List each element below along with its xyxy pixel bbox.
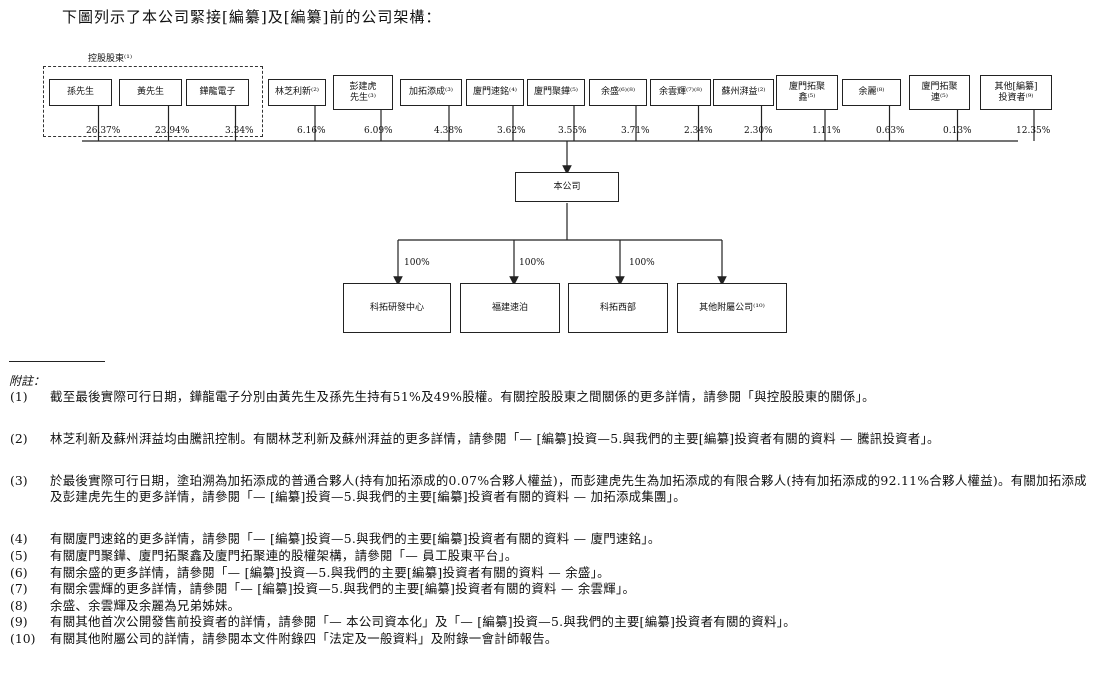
subsidiary-percentage: 100% <box>629 258 655 268</box>
footnote-text: 有關廈門速銘的更多詳情，請參閱「— [編纂]投資—5.與我們的主要[編纂]投資者… <box>50 531 661 546</box>
footnote-number: (10) <box>10 631 36 646</box>
shareholding-percentage: 6.16% <box>297 126 326 136</box>
footnote-number: (1) <box>10 389 28 404</box>
structure-connectors <box>82 106 1035 286</box>
shareholding-percentage: 23.94% <box>155 126 190 136</box>
footnote: (1) 截至最後實際可行日期，鏵龍電子分別由黃先生及孫先生持有51%及49%股權。… <box>10 389 1098 421</box>
shareholding-percentage: 2.30% <box>744 126 773 136</box>
footnote-number: (9) <box>10 614 28 629</box>
subsidiary-box: 福建速泊 <box>460 283 560 333</box>
intro-text: 下圖列示了本公司緊接[編纂]及[編纂]前的公司架構： <box>62 8 442 26</box>
subsidiary-box: 科拓研發中心 <box>343 283 451 333</box>
company-name: 本公司 <box>553 181 581 192</box>
company-box: 本公司 <box>515 172 619 202</box>
shareholding-percentage: 3.34% <box>225 126 254 136</box>
footnote-text: 林芝利新及蘇州湃益均由騰訊控制。有關林芝利新及蘇州湃益的更多詳情，請參閱「— [… <box>50 431 940 446</box>
shareholding-percentage: 1.11% <box>812 126 841 136</box>
footnote-text: 截至最後實際可行日期，鏵龍電子分別由黃先生及孫先生持有51%及49%股權。有關控… <box>50 389 875 404</box>
shareholder-box: 鏵龍電子 <box>186 79 249 106</box>
notes-divider <box>9 361 105 362</box>
controlling-shareholders-group <box>43 66 263 137</box>
footnote: (2) 林芝利新及蘇州湃益均由騰訊控制。有關林芝利新及蘇州湃益的更多詳情，請參閱「… <box>10 431 1098 463</box>
shareholder-box: 黃先生 <box>119 79 182 106</box>
footnote: (9) 有關其他首次公開發售前投資者的詳情，請參閱「— 本公司資本化」及「— [編… <box>10 614 1098 630</box>
shareholding-percentage: 3.62% <box>497 126 526 136</box>
shareholder-box: 余雲輝⁽⁷⁾⁽⁸⁾ <box>650 79 711 106</box>
footnote: (7) 有關余雲輝的更多詳情，請參閱「— [編纂]投資—5.與我們的主要[編纂]投… <box>10 581 1098 597</box>
subsidiary-percentage: 100% <box>404 258 430 268</box>
shareholding-percentage: 4.38% <box>434 126 463 136</box>
subsidiary-box: 科拓西部 <box>568 283 668 333</box>
shareholder-box: 加拓添成⁽³⁾ <box>400 79 462 106</box>
shareholding-percentage: 3.71% <box>621 126 650 136</box>
shareholding-percentage: 3.55% <box>558 126 587 136</box>
footnote-text: 有關其他首次公開發售前投資者的詳情，請參閱「— 本公司資本化」及「— [編纂]投… <box>50 614 796 629</box>
shareholding-percentage: 12.35% <box>1016 126 1051 136</box>
shareholding-percentage: 6.09% <box>364 126 393 136</box>
footnote-text: 有關廈門聚鏵、廈門拓聚鑫及廈門拓聚連的股權架構，請參閱「— 員工股東平台」。 <box>50 548 518 563</box>
notes-heading: 附註： <box>9 374 46 388</box>
footnote: (5) 有關廈門聚鏵、廈門拓聚鑫及廈門拓聚連的股權架構，請參閱「— 員工股東平台」… <box>10 548 1098 564</box>
shareholder-box: 彭建虎 先生⁽³⁾ <box>333 75 393 110</box>
footnote-text: 於最後實際可行日期，塗珀溯為加拓添成的普通合夥人(持有加拓添成的0.07%合夥人… <box>50 473 1087 504</box>
footnote: (4) 有關廈門速銘的更多詳情，請參閱「— [編纂]投資—5.與我們的主要[編纂]… <box>10 531 1098 547</box>
footnote-text: 余盛、余雲輝及余麗為兄弟姊妹。 <box>50 598 241 613</box>
shareholder-box: 林芝利新⁽²⁾ <box>268 79 326 106</box>
shareholder-box: 孫先生 <box>49 79 112 106</box>
footnote-text: 有關余雲輝的更多詳情，請參閱「— [編纂]投資—5.與我們的主要[編纂]投資者有… <box>50 581 636 596</box>
shareholding-percentage: 0.13% <box>943 126 972 136</box>
shareholder-box: 廈門拓聚 鑫⁽⁵⁾ <box>776 75 838 110</box>
subsidiary-box: 其他附屬公司⁽¹⁰⁾ <box>677 283 787 333</box>
footnote: (3) 於最後實際可行日期，塗珀溯為加拓添成的普通合夥人(持有加拓添成的0.07%… <box>10 473 1098 521</box>
shareholding-percentage: 26.37% <box>86 126 121 136</box>
footnote-text: 有關其他附屬公司的詳情，請參閱本文件附錄四「法定及一般資料」及附錄一會計師報告。 <box>50 631 558 646</box>
subsidiary-percentage: 100% <box>519 258 545 268</box>
shareholder-box: 余盛⁽⁶⁾⁽⁸⁾ <box>589 79 647 106</box>
controlling-shareholders-label: 控股股東⁽¹⁾ <box>88 54 133 64</box>
footnote-number: (5) <box>10 548 28 563</box>
shareholder-box: 廈門拓聚 連⁽⁵⁾ <box>909 75 970 110</box>
footnote-number: (2) <box>10 431 28 446</box>
shareholder-box: 廈門速銘⁽⁴⁾ <box>466 79 524 106</box>
footnote-number: (6) <box>10 565 28 580</box>
footnote-text: 有關余盛的更多詳情，請參閱「— [編纂]投資—5.與我們的主要[編纂]投資者有關… <box>50 565 610 580</box>
shareholder-box: 廈門聚鏵⁽⁵⁾ <box>527 79 585 106</box>
shareholding-percentage: 0.63% <box>876 126 905 136</box>
shareholding-percentage: 2.34% <box>684 126 713 136</box>
footnote-number: (3) <box>10 473 28 488</box>
footnote-number: (4) <box>10 531 28 546</box>
footnote: (10) 有關其他附屬公司的詳情，請參閱本文件附錄四「法定及一般資料」及附錄一會計… <box>10 631 1098 647</box>
shareholder-box: 其他[編纂] 投資者⁽⁹⁾ <box>980 75 1052 110</box>
shareholder-box: 蘇州湃益⁽²⁾ <box>713 79 774 106</box>
footnote-number: (7) <box>10 581 28 596</box>
footnote: (8) 余盛、余雲輝及余麗為兄弟姊妹。 <box>10 598 1098 614</box>
footnote: (6) 有關余盛的更多詳情，請參閱「— [編纂]投資—5.與我們的主要[編纂]投資… <box>10 565 1098 581</box>
shareholder-box: 余麗⁽⁸⁾ <box>842 79 901 106</box>
footnote-number: (8) <box>10 598 28 613</box>
